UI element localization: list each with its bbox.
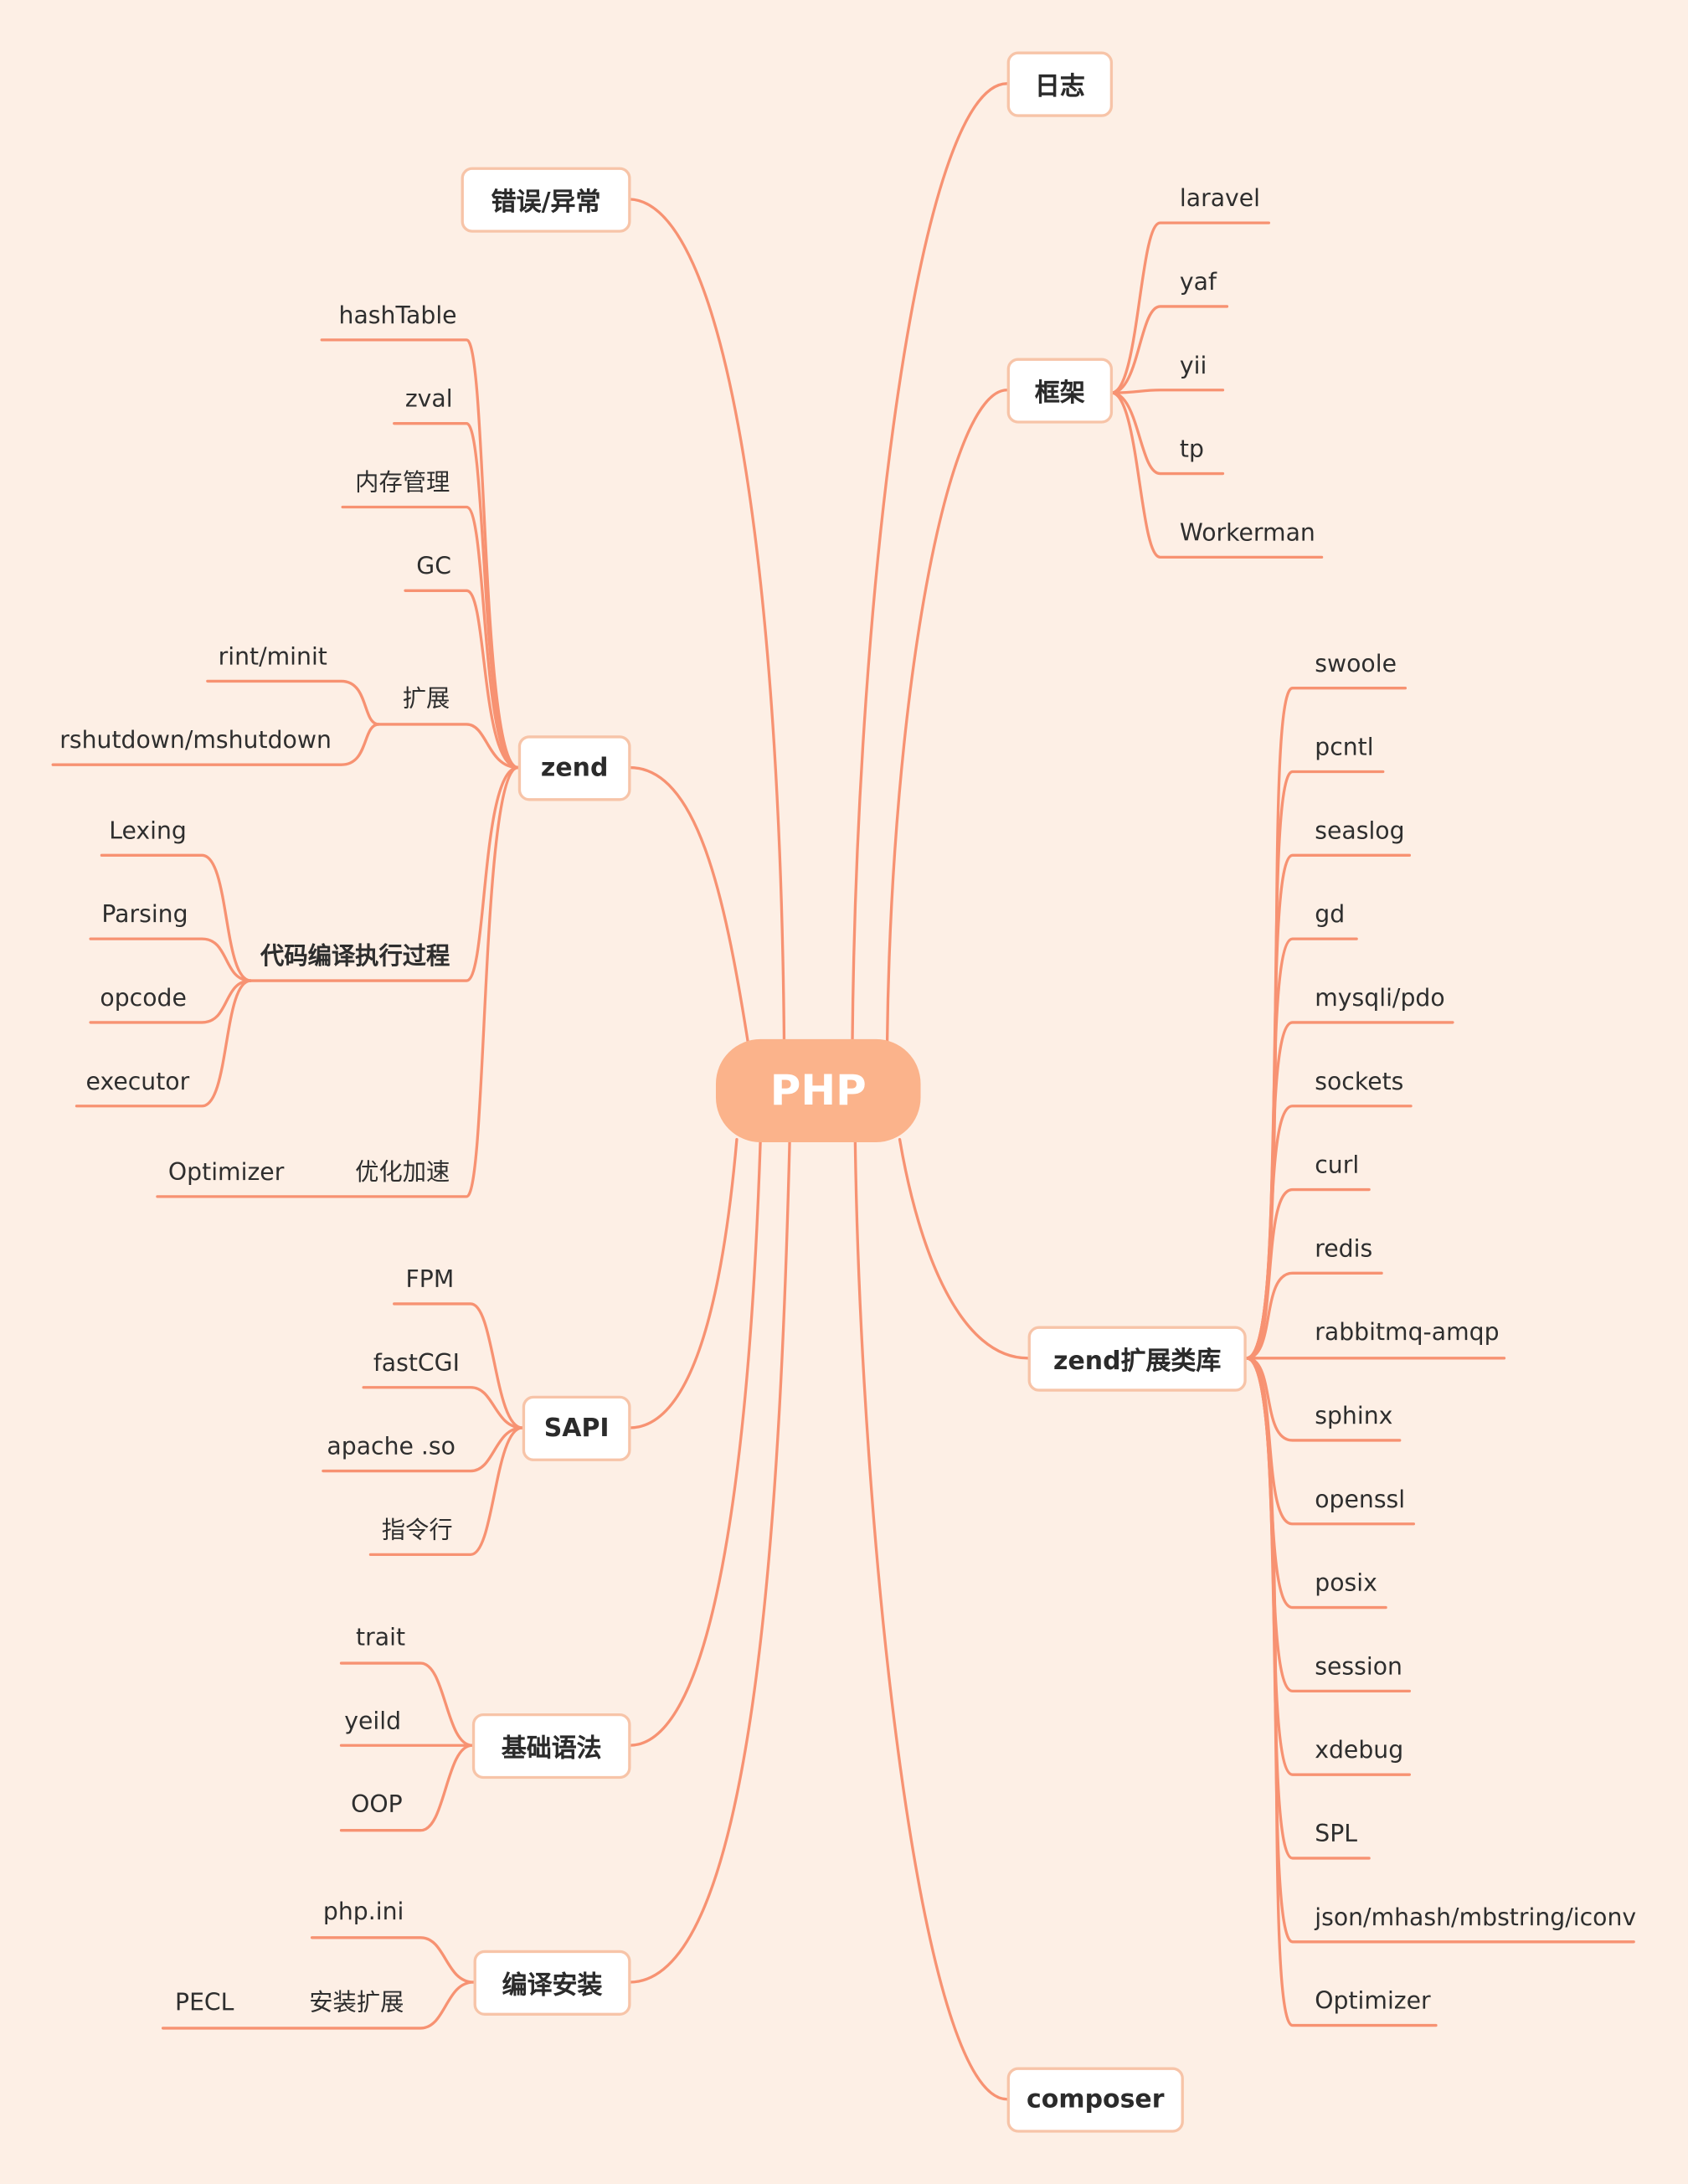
leaf-sphinx[interactable]: sphinx [1315, 1403, 1393, 1431]
leaf-posix[interactable]: posix [1315, 1569, 1377, 1598]
leaf-yii[interactable]: yii [1179, 352, 1207, 381]
leaf-redis[interactable]: redis [1315, 1235, 1373, 1264]
leaf-apache-so[interactable]: apache .so [327, 1433, 455, 1461]
topic-zend[interactable]: zend [517, 735, 631, 801]
leaf-laravel[interactable]: laravel [1179, 185, 1261, 214]
leaf-yaf[interactable]: yaf [1179, 269, 1217, 297]
topic-jichu-yufa[interactable]: 基础语法 [471, 1713, 631, 1780]
leaf-pecl[interactable]: PECL [175, 1989, 234, 2017]
leaf-parsing[interactable]: Parsing [101, 901, 188, 930]
topic-cuowu-yichang[interactable]: 错误/异常 [461, 167, 631, 233]
leaf-spl[interactable]: SPL [1315, 1821, 1358, 1849]
leaf-workerman[interactable]: Workerman [1179, 519, 1315, 548]
leaf-session[interactable]: session [1315, 1653, 1402, 1682]
leaf-trait[interactable]: trait [356, 1624, 406, 1652]
leaf-fastcgi[interactable]: fastCGI [373, 1349, 460, 1378]
topic-bianyi-anzhuang[interactable]: 编译安装 [473, 1950, 631, 2016]
root-node-php[interactable]: PHP [715, 1038, 921, 1142]
leaf-kuozhan[interactable]: 扩展 [402, 685, 450, 713]
leaf-php-ini[interactable]: php.ini [322, 1898, 404, 1927]
leaf-executor[interactable]: executor [85, 1068, 190, 1097]
leaf-hashtable[interactable]: hashTable [338, 301, 457, 331]
leaf-fpm[interactable]: FPM [405, 1266, 455, 1295]
leaf-rabbitmq-amqp[interactable]: rabbitmq-amqp [1315, 1319, 1500, 1347]
leaf-neicun-guanli[interactable]: 内存管理 [355, 469, 450, 497]
leaf-zhilinghang[interactable]: 指令行 [381, 1517, 453, 1545]
leaf-optimizer-zend[interactable]: Optimizer [167, 1158, 285, 1187]
leaf-swoole[interactable]: swoole [1315, 650, 1397, 679]
leaf-yeild[interactable]: yeild [344, 1708, 402, 1736]
leaf-anzhuang-kuozhan[interactable]: 安装扩展 [309, 1989, 404, 2017]
leaf-json-mhash-mbstring-iconv[interactable]: json/mhash/mbstring/iconv [1315, 1903, 1637, 1933]
leaf-opcode[interactable]: opcode [100, 985, 187, 1013]
leaf-daima-bianyi[interactable]: 代码编译执行过程 [260, 943, 450, 971]
topic-rizhi[interactable]: 日志 [1006, 51, 1114, 117]
leaf-curl[interactable]: curl [1315, 1151, 1360, 1180]
leaf-sockets[interactable]: sockets [1315, 1068, 1404, 1097]
leaf-zval[interactable]: zval [404, 385, 453, 415]
topic-composer[interactable]: composer [1006, 2067, 1184, 2133]
leaf-pcntl[interactable]: pcntl [1315, 734, 1374, 762]
leaf-openssl[interactable]: openssl [1315, 1486, 1406, 1515]
topic-zend-extension-libs[interactable]: zend扩展类库 [1027, 1326, 1247, 1392]
leaf-optimizer-lib[interactable]: Optimizer [1315, 1987, 1431, 2016]
leaf-gc[interactable]: GC [416, 553, 451, 581]
topic-sapi[interactable]: SAPI [522, 1395, 631, 1461]
leaf-oop[interactable]: OOP [351, 1791, 403, 1820]
leaf-xdebug[interactable]: xdebug [1315, 1737, 1404, 1765]
topic-kuangjia[interactable]: 框架 [1006, 358, 1114, 424]
leaf-seaslog[interactable]: seaslog [1315, 817, 1405, 846]
leaf-tp[interactable]: tp [1179, 435, 1204, 464]
leaf-lexing[interactable]: Lexing [109, 817, 187, 846]
leaf-gd[interactable]: gd [1315, 901, 1346, 930]
leaf-youhua-jiasu[interactable]: 优化加速 [355, 1158, 450, 1187]
leaf-mysqli-pdo[interactable]: mysqli/pdo [1315, 985, 1445, 1013]
leaf-rint-minit[interactable]: rint/minit [218, 643, 327, 672]
leaf-rshutdown-mshutdown[interactable]: rshutdown/mshutdown [59, 727, 332, 755]
